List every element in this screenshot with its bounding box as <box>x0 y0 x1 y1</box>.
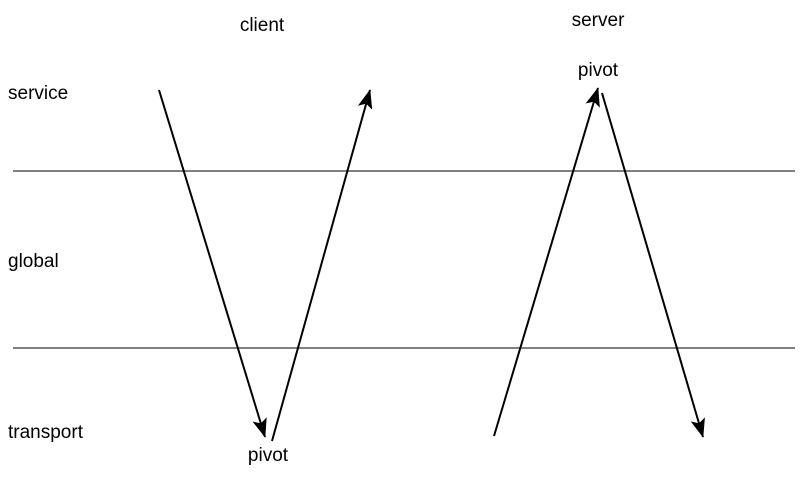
client-inbound-arrow <box>158 89 267 438</box>
server-inbound-arrow <box>493 87 600 437</box>
client-flow-group <box>158 89 373 442</box>
layer-label-service: service <box>8 83 69 104</box>
client-outbound-arrow <box>271 89 373 442</box>
client-pivot-label: pivot <box>247 445 289 466</box>
server-flow-group <box>493 87 705 438</box>
server-outbound-arrow <box>601 92 705 438</box>
layer-label-global: global <box>8 251 59 272</box>
server-pivot-label: pivot <box>577 60 619 81</box>
server-column-header: server <box>571 10 625 31</box>
divider-group <box>13 170 795 349</box>
layer-label-transport: transport <box>8 422 83 443</box>
client-column-header: client <box>239 15 285 36</box>
